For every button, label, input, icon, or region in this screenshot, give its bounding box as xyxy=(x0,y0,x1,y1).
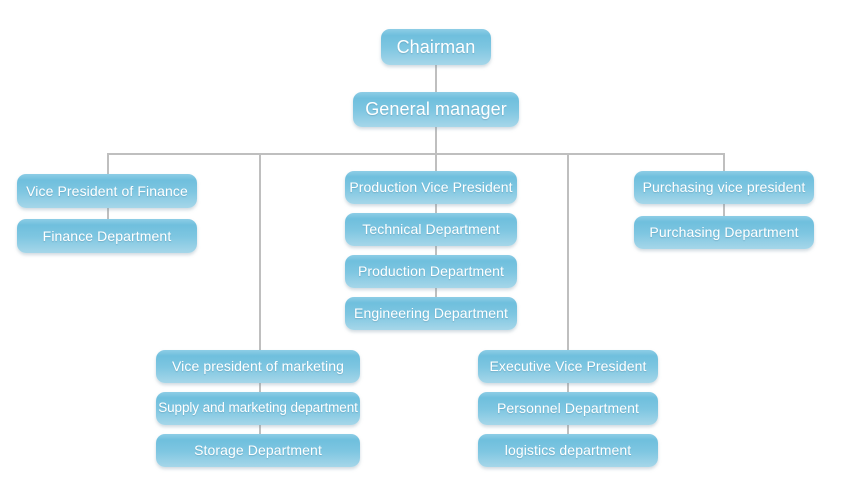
connector-drop-executive xyxy=(567,153,569,351)
connector-supply-to-storage xyxy=(259,425,261,437)
connector-drop-production xyxy=(435,153,437,175)
node-purchasing-department[interactable]: Purchasing Department xyxy=(634,216,814,249)
node-storage-department[interactable]: Storage Department xyxy=(156,434,360,467)
connector-production-dept-to-engineering xyxy=(435,288,437,300)
node-supply-and-marketing-department[interactable]: Supply and marketing department xyxy=(156,392,360,425)
connector-personnel-to-logistics xyxy=(567,425,569,437)
node-chairman[interactable]: Chairman xyxy=(381,29,491,65)
node-personnel-department[interactable]: Personnel Department xyxy=(478,392,658,425)
node-logistics-department[interactable]: logistics department xyxy=(478,434,658,467)
connector-vp-production-to-technical xyxy=(435,204,437,216)
node-engineering-department[interactable]: Engineering Department xyxy=(345,297,517,330)
connector-vp-purchasing-to-purchasing-dept xyxy=(723,204,725,216)
connector-chairman-to-general-manager xyxy=(435,65,437,93)
connector-distribution-bar xyxy=(107,153,725,155)
node-vp-executive[interactable]: Executive Vice President xyxy=(478,350,658,383)
connector-vp-marketing-to-supply xyxy=(259,383,261,395)
connector-drop-purchasing xyxy=(723,153,725,175)
node-vp-marketing[interactable]: Vice president of marketing xyxy=(156,350,360,383)
node-general-manager[interactable]: General manager xyxy=(353,92,519,127)
node-vp-finance[interactable]: Vice President of Finance xyxy=(17,174,197,208)
node-vp-production[interactable]: Production Vice President xyxy=(345,171,517,204)
node-technical-department[interactable]: Technical Department xyxy=(345,213,517,246)
connector-drop-marketing xyxy=(259,153,261,351)
node-finance-department[interactable]: Finance Department xyxy=(17,219,197,253)
connector-vp-executive-to-personnel xyxy=(567,383,569,395)
connector-general-manager-stem xyxy=(435,126,437,154)
connector-drop-finance xyxy=(107,153,109,175)
connector-vp-finance-to-finance-dept xyxy=(107,208,109,220)
connector-technical-to-production-dept xyxy=(435,246,437,258)
node-vp-purchasing[interactable]: Purchasing vice president xyxy=(634,171,814,204)
node-production-department[interactable]: Production Department xyxy=(345,255,517,288)
